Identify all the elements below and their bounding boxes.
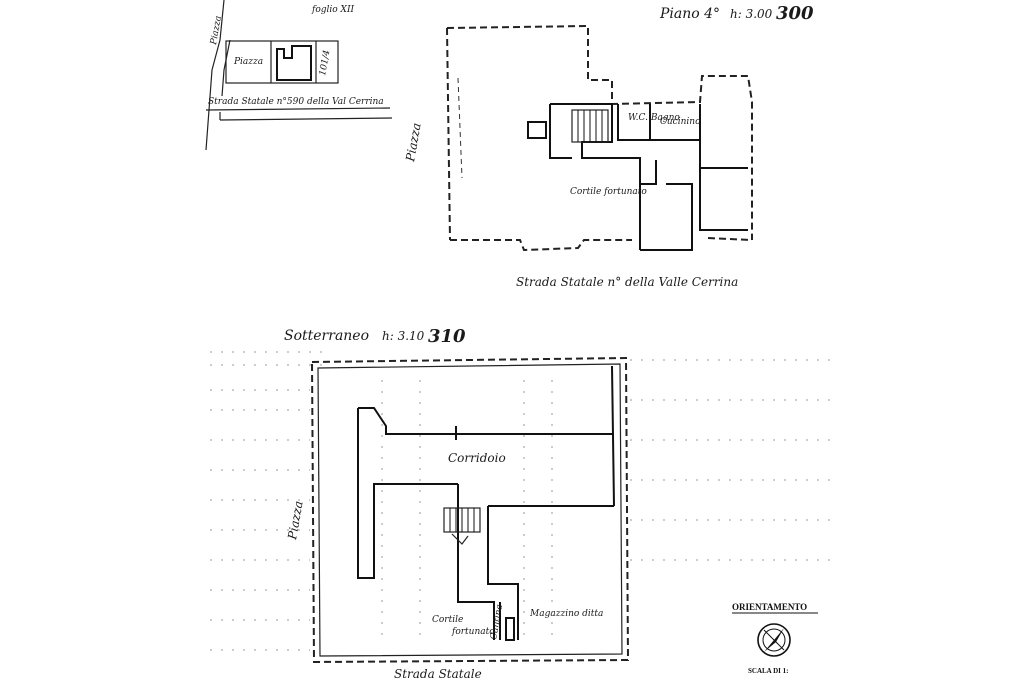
basement-room-corridoio: Corridoio bbox=[448, 451, 506, 465]
basement-perimeter bbox=[310, 356, 630, 664]
floor4-height-note: h: 3.00 bbox=[730, 7, 773, 21]
basement-height-note: h: 3.10 bbox=[382, 329, 425, 343]
road-line bbox=[205, 107, 391, 111]
basement-cellar-door bbox=[505, 617, 515, 641]
floor4-side-label: Piazza bbox=[403, 122, 424, 164]
floor4-perimeter bbox=[446, 24, 753, 240]
basement-room-cantina: Cantina bbox=[489, 604, 505, 641]
street-boundary-line bbox=[221, 39, 231, 97]
cadastral-street-label: Piazza bbox=[209, 15, 224, 46]
floor4-core-wall bbox=[550, 103, 657, 185]
basement-room-cortile-a: Cortile bbox=[432, 615, 463, 625]
floor4-lift bbox=[527, 121, 547, 139]
basement-side-label: Piazza bbox=[285, 500, 306, 542]
basement-room-magazzino: Magazzino ditta bbox=[529, 609, 603, 619]
floor4-height-value: 300 bbox=[776, 3, 814, 24]
basement-height-value: 310 bbox=[428, 326, 466, 347]
basement-title: Sotterraneo bbox=[284, 328, 369, 344]
floor4-road-label: Strada Statale n° della Valle Cerrina bbox=[516, 275, 738, 289]
cadastral-sketch: foglio XII Piazza Piazza 101/4 Strada St… bbox=[205, 0, 393, 151]
floor4-perimeter-south bbox=[450, 239, 632, 252]
scale-label: SCALA DI 1: bbox=[748, 667, 788, 675]
cadastral-square-label: Piazza bbox=[233, 57, 263, 67]
floor4-plan: Piano 4° h: 3.00 300 W.C. Bagno Cucinino… bbox=[403, 3, 814, 289]
floor4-room-cortile: Cortile fortunato bbox=[570, 187, 647, 197]
cadastral-parcel-label: 101/4 bbox=[318, 49, 332, 77]
basement-road-label: Strada Statale bbox=[394, 667, 482, 681]
floor4-perimeter-west bbox=[446, 27, 451, 241]
cadastral-road-label: Strada Statale n°590 della Val Cerrina bbox=[208, 97, 384, 107]
north-arrow-icon bbox=[757, 623, 791, 657]
floor4-room-wc: W.C. Bagno bbox=[628, 113, 680, 123]
basement-corridor-wall bbox=[357, 408, 458, 579]
floor4-room-cucinino: Cucinino bbox=[660, 117, 701, 127]
parcel-highlight bbox=[276, 45, 312, 81]
basement-plan: Sotterraneo h: 3.10 310 bbox=[210, 326, 830, 681]
floor4-title: Piano 4° bbox=[659, 6, 720, 22]
orientation-title: ORIENTAMENTO bbox=[732, 602, 807, 612]
orientation-block: ORIENTAMENTO SCALA DI 1: bbox=[732, 602, 818, 675]
city-block-outline bbox=[225, 40, 339, 84]
survey-grid bbox=[210, 351, 830, 651]
cadastral-sheet-label: foglio XII bbox=[311, 5, 355, 15]
basement-room-cortile-b: fortunato bbox=[451, 627, 495, 637]
